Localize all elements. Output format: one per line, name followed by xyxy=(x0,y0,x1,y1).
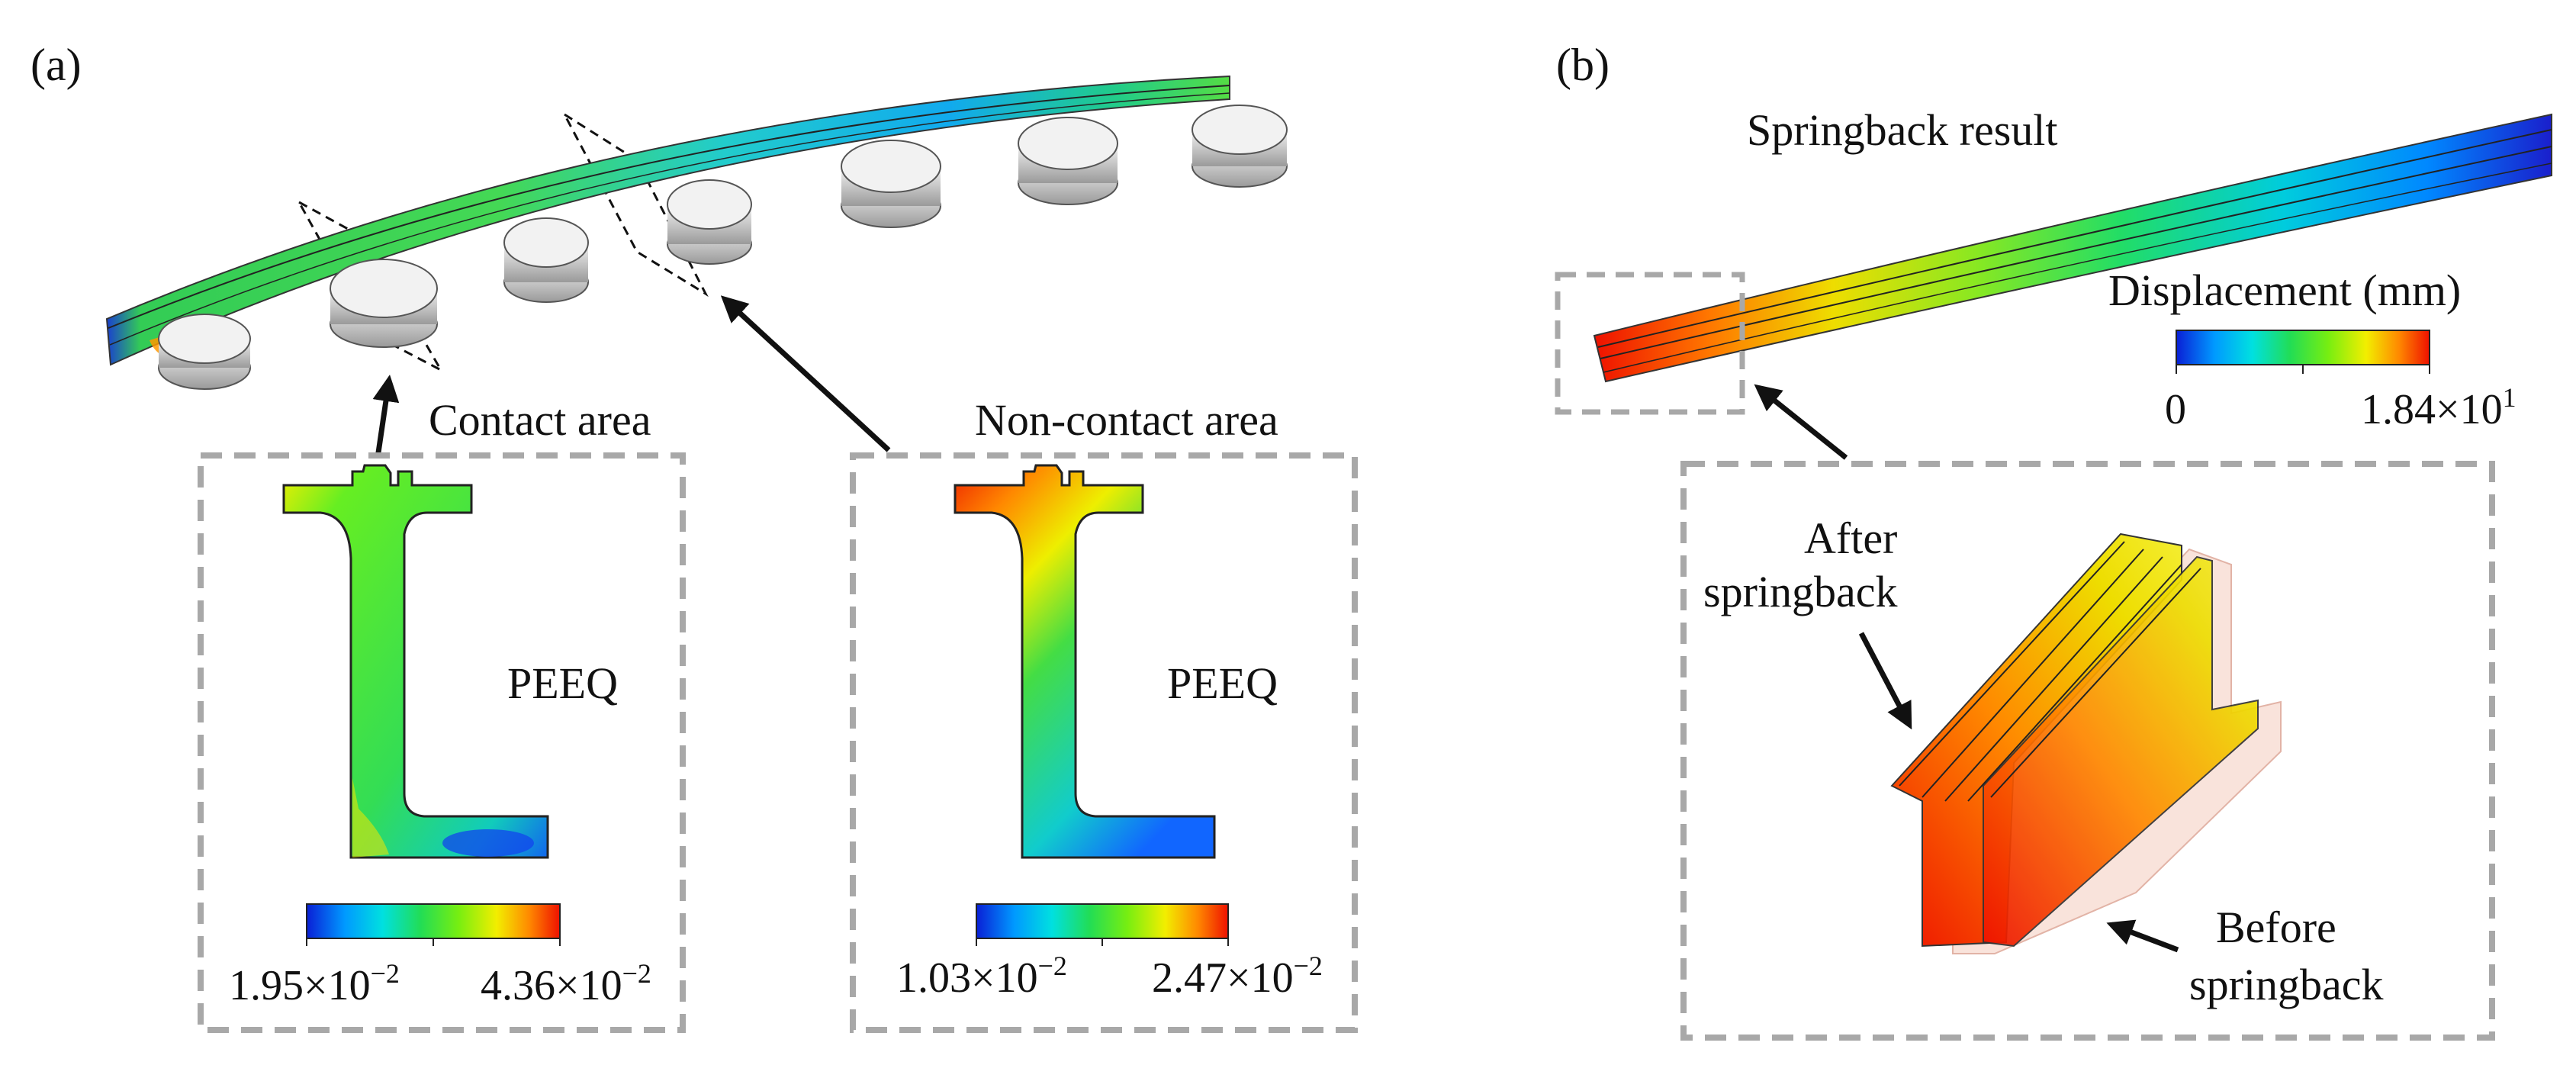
contact-peeq-label: PEEQ xyxy=(507,658,618,708)
after-label-line1: After xyxy=(1804,513,1897,563)
springback-title: Springback result xyxy=(1747,105,2058,155)
cutting-plane-noncontact xyxy=(561,111,709,298)
panel-a-label: (a) xyxy=(31,40,82,90)
displacement-scale-min: 0 xyxy=(2165,386,2186,433)
panel-b: (b) Springback result Displacement (mm) … xyxy=(1555,40,2552,1041)
before-label-line1: Before xyxy=(2216,903,2336,952)
displacement-colorbar xyxy=(2176,330,2430,374)
noncontact-peeq-label: PEEQ xyxy=(1167,658,1278,708)
roller-6 xyxy=(1018,117,1118,205)
arrow-after-springback xyxy=(1858,632,1912,730)
arrow-contact xyxy=(372,375,400,459)
roller-3 xyxy=(503,217,589,303)
rail-model-b xyxy=(1593,113,2552,383)
noncontact-scale-min: 1.03×10−2 xyxy=(896,951,1067,1002)
noncontact-area-label: Non-contact area xyxy=(975,395,1278,445)
contact-area-label: Contact area xyxy=(429,395,651,445)
before-label-line2: springback xyxy=(2189,960,2384,1009)
noncontact-scale-max: 2.47×10−2 xyxy=(1152,951,1323,1002)
arrow-to-rail-end xyxy=(1754,384,1848,460)
contact-scale-max: 4.36×10−2 xyxy=(481,958,651,1009)
panel-a: (a) xyxy=(31,40,1358,1033)
contact-colorbar xyxy=(306,903,561,946)
profile-after-springback xyxy=(1890,533,2259,948)
roller-5 xyxy=(841,140,941,228)
displacement-scale-max: 1.84×101 xyxy=(2361,382,2517,433)
panel-b-label: (b) xyxy=(1556,40,1610,90)
springback-inset-box xyxy=(1680,461,2495,1041)
roller-1 xyxy=(158,314,251,390)
contact-scale-min: 1.95×10−2 xyxy=(229,958,400,1009)
noncontact-colorbar xyxy=(976,903,1229,946)
arrow-before-springback xyxy=(2106,919,2179,953)
arrow-noncontact xyxy=(720,295,891,452)
rail-end-highlight-box xyxy=(1555,272,1745,415)
roller-4 xyxy=(667,179,752,265)
contact-inset-box xyxy=(198,452,686,1033)
noncontact-inset-box xyxy=(850,452,1358,1033)
roller-2 xyxy=(330,259,438,348)
roller-7 xyxy=(1192,105,1288,188)
displacement-legend-title: Displacement (mm) xyxy=(2108,265,2461,315)
contact-cross-section xyxy=(282,464,549,859)
after-label-line2: springback xyxy=(1703,567,1898,616)
noncontact-cross-section xyxy=(954,464,1216,859)
